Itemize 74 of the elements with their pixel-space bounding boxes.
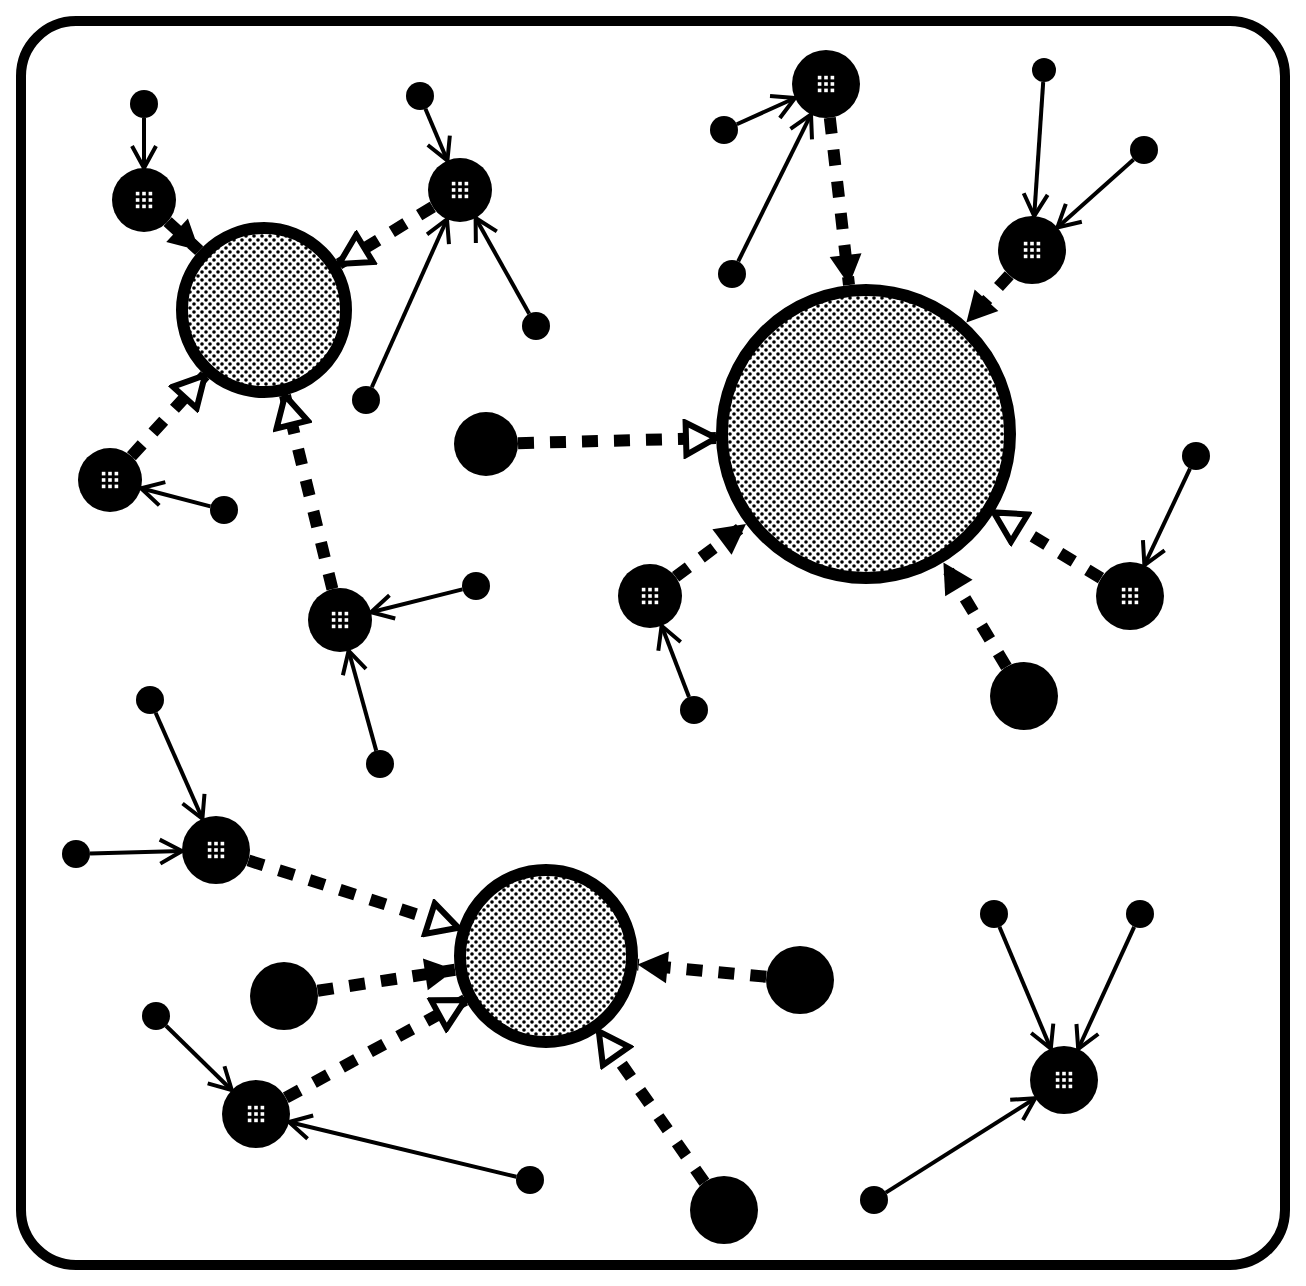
arrow [164, 1024, 234, 1093]
stippled-circle [454, 864, 638, 1048]
small-dot [462, 572, 490, 600]
arrow [1055, 157, 1135, 230]
arrow [990, 507, 1105, 584]
dotted-circle [308, 588, 372, 652]
arrow [316, 958, 456, 997]
arrow [517, 419, 719, 458]
arrow [246, 854, 462, 937]
dotted-circle [112, 168, 176, 232]
small-dot [710, 116, 738, 144]
small-dot [136, 686, 164, 714]
small-dot [130, 90, 158, 118]
solid-circle [766, 946, 834, 1014]
small-dot [352, 386, 380, 414]
small-dot [1126, 900, 1154, 928]
arrow [282, 994, 469, 1104]
arrow [1074, 925, 1136, 1051]
solid-circle [250, 962, 318, 1030]
dotted-circle [618, 564, 682, 628]
small-dot [980, 900, 1008, 928]
arrow [656, 623, 691, 698]
small-dot [522, 312, 550, 340]
small-dot [1130, 136, 1158, 164]
arrow [672, 519, 750, 582]
small-dot [142, 1002, 170, 1030]
arrow [473, 216, 531, 315]
dotted-circle [182, 816, 250, 884]
arrow [1140, 467, 1192, 568]
small-dot [406, 82, 434, 110]
arrow [1021, 81, 1050, 218]
dotted-circle [222, 1080, 290, 1148]
arrow [961, 271, 1014, 327]
arrow [130, 118, 158, 170]
small-dot [1032, 58, 1056, 82]
solid-circle [990, 662, 1058, 730]
arrow [369, 587, 463, 621]
small-dot [366, 750, 394, 778]
arrow [287, 1113, 517, 1179]
arrow [273, 392, 339, 591]
dotted-circle [998, 216, 1066, 284]
small-dot [62, 840, 90, 868]
arrow [335, 201, 436, 270]
small-dot [860, 1186, 888, 1214]
arrow [163, 217, 204, 256]
arrow [637, 951, 767, 984]
small-dot [1182, 442, 1210, 470]
arrow [884, 1096, 1038, 1195]
arrow [153, 712, 207, 821]
small-dot [210, 496, 238, 524]
dotted-circle [792, 50, 860, 118]
arrow [423, 108, 452, 163]
arrow [139, 480, 211, 509]
stippled-circle [716, 284, 1016, 584]
arrow [593, 1027, 710, 1186]
solid-circle [454, 412, 518, 476]
small-dot [516, 1166, 544, 1194]
small-dot [680, 696, 708, 724]
arrow [89, 837, 184, 866]
arrow [369, 217, 451, 388]
arrow [126, 371, 210, 461]
arrow [736, 94, 797, 127]
dotted-circle [1030, 1046, 1098, 1114]
dotted-circle [78, 448, 142, 512]
dotted-circle [428, 158, 492, 222]
stippled-circle [176, 222, 352, 398]
arrow [938, 559, 1012, 670]
arrow [823, 117, 862, 286]
dotted-circle [1096, 562, 1164, 630]
arrow [997, 926, 1056, 1051]
solid-circle [690, 1176, 758, 1244]
small-dot [718, 260, 746, 288]
arrow [340, 648, 379, 752]
arrow [736, 112, 814, 263]
